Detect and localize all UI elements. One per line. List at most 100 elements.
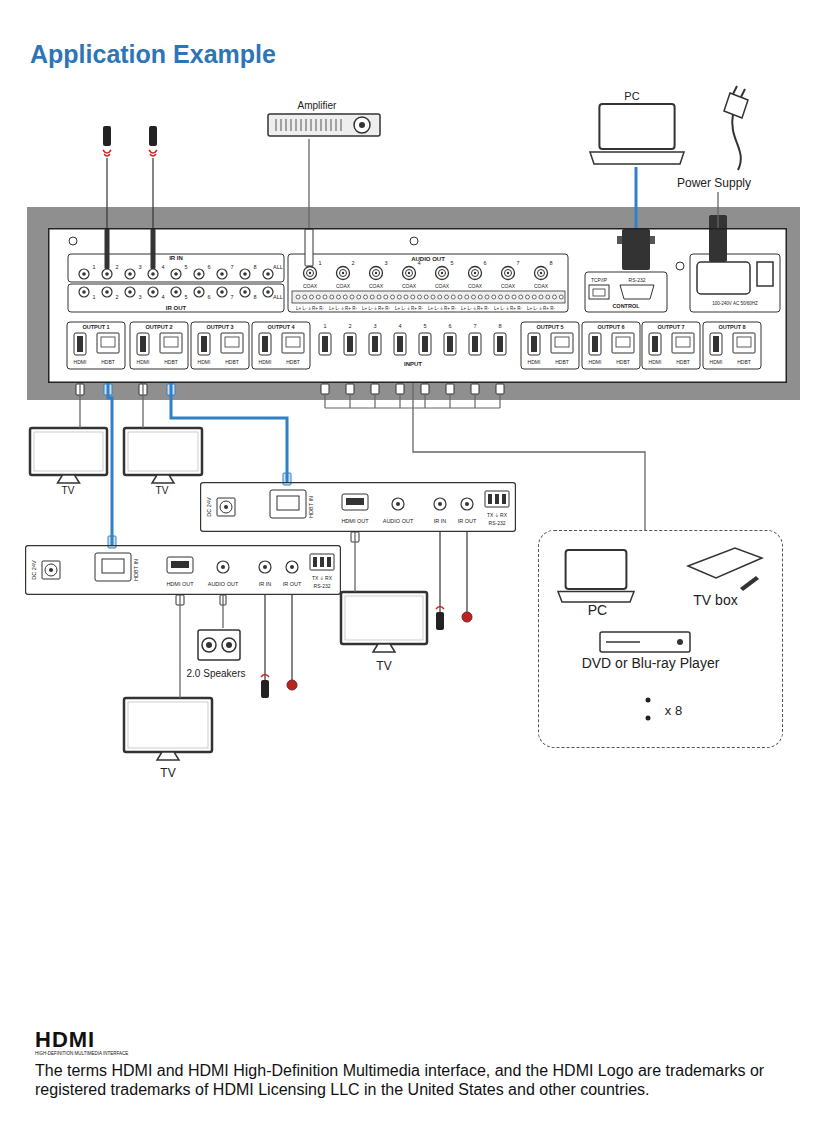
jack <box>105 290 109 294</box>
coax-jack <box>469 267 482 280</box>
port-label: HDBT <box>225 360 239 365</box>
jack <box>217 269 227 279</box>
coax-jack <box>535 267 548 280</box>
port-label: HDBT IN <box>309 496 315 518</box>
jack <box>259 561 271 573</box>
port-label: RS-232 <box>489 521 506 526</box>
rj45-inner <box>593 289 605 296</box>
port-label: L+ L- ⏚ R+ R- <box>395 307 423 312</box>
wire <box>276 119 277 131</box>
terminal-block <box>310 554 334 570</box>
terminal-screw <box>519 295 523 299</box>
jack-plug <box>105 229 110 269</box>
jack <box>102 269 112 279</box>
jack <box>677 639 683 645</box>
terminal-screw <box>397 295 401 299</box>
laptop-base <box>558 592 634 602</box>
wire <box>286 119 287 131</box>
port-label: HDMI <box>528 360 541 365</box>
tv-screen <box>124 428 202 475</box>
jack <box>439 270 446 277</box>
port-label: CONTROL <box>612 304 639 310</box>
shape <box>447 336 453 352</box>
jack <box>375 272 377 274</box>
port-label: HDBT <box>164 360 178 365</box>
output-frame <box>67 322 125 369</box>
ir-signal <box>261 675 269 678</box>
port-label: AUDIO OUT <box>208 582 239 588</box>
port-label: L+ L- ⏚ R+ R- <box>296 307 324 312</box>
port-label: 8 <box>498 324 501 330</box>
diagram-title: Application Example <box>30 39 276 69</box>
hdmi-port <box>444 333 456 355</box>
wire <box>449 394 450 408</box>
port-label: 5 <box>450 261 453 267</box>
ir-signal <box>104 154 110 156</box>
port-label: L+ L- ⏚ R+ R- <box>527 307 555 312</box>
wire <box>474 394 475 408</box>
port-label: HDBT IN <box>134 559 140 581</box>
rj45-port <box>551 333 573 353</box>
rj45-port <box>221 333 243 353</box>
hdmi-plug <box>396 384 404 394</box>
hdmi-port <box>137 333 149 355</box>
tv-stand <box>152 475 174 483</box>
jack <box>438 502 442 506</box>
cable <box>79 383 80 428</box>
port-label: OUTPUT 3 <box>206 325 233 331</box>
shape <box>488 494 492 504</box>
jack <box>408 272 410 274</box>
port-label: 1 <box>318 261 321 267</box>
terminal-screw <box>451 295 455 299</box>
jack <box>359 122 365 128</box>
terminal-strip <box>292 291 565 303</box>
terminal-screw <box>357 295 361 299</box>
tv-box <box>688 548 762 578</box>
cable <box>142 383 143 428</box>
receiver-ground <box>200 482 516 532</box>
wire <box>291 595 292 680</box>
hdmi-port <box>198 333 210 355</box>
port-label: L+ L- ⏚ R+ R- <box>494 307 522 312</box>
receiver-ground <box>25 545 341 595</box>
terminal-screw <box>343 295 347 299</box>
output-frame <box>582 322 640 369</box>
jack <box>125 269 135 279</box>
front-panel <box>48 228 787 383</box>
terminal-screw <box>296 295 300 299</box>
jack <box>263 269 273 279</box>
laptop-screen <box>566 550 627 589</box>
device-node: TV <box>339 592 429 674</box>
port-label: 4 <box>161 295 164 301</box>
tv-screen <box>30 428 107 475</box>
device-node: PC <box>552 545 644 621</box>
terminal-screw <box>431 295 435 299</box>
jack <box>396 502 400 506</box>
jack <box>474 272 476 274</box>
wire <box>321 119 322 131</box>
terminal-screw <box>478 295 482 299</box>
shape <box>225 337 239 347</box>
wire <box>606 641 640 643</box>
shape <box>502 494 506 504</box>
jack <box>79 287 89 297</box>
jack <box>226 642 232 648</box>
port-label: OUTPUT 4 <box>267 325 294 331</box>
jack <box>197 290 201 294</box>
node-label: TV <box>376 660 391 672</box>
ir-signal <box>150 154 156 156</box>
ir-receiver <box>436 612 444 630</box>
tv-screen <box>124 698 212 752</box>
terminal-screw <box>364 295 368 299</box>
wire <box>324 394 325 408</box>
jack <box>82 290 86 294</box>
jack <box>217 561 229 573</box>
port-label: 2 <box>115 265 118 271</box>
ir-emitter <box>462 612 472 622</box>
device-node: TV <box>27 428 109 498</box>
jack <box>507 272 509 274</box>
jack <box>194 269 204 279</box>
jack <box>505 270 512 277</box>
coax-jack <box>370 267 383 280</box>
